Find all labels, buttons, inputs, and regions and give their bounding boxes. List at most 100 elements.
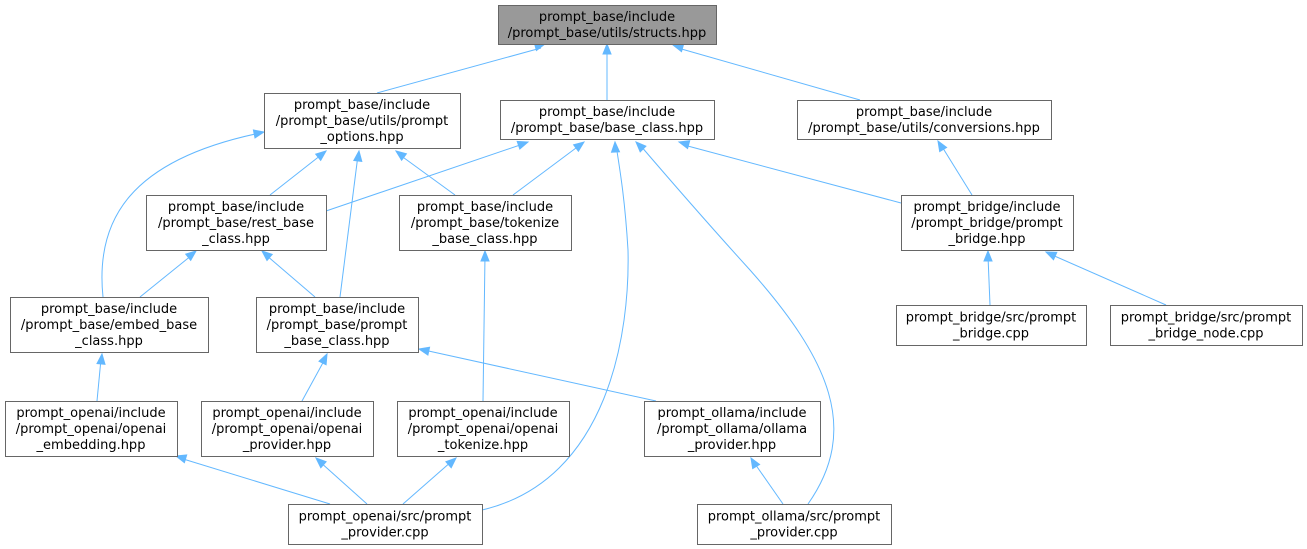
edge-embedding-embed [96,352,106,402]
edge-tokenize-options-arrowhead [394,150,408,162]
node-label-line: /prompt_base/embed_base [21,318,197,333]
edge-embed-rest-arrowhead [184,250,198,262]
edge-conversions-structs-arrowhead [671,43,685,53]
node-label-line: prompt_openai/include [212,406,361,421]
edge-ollamaprovider-promptbase-line [423,349,657,402]
node-rest-base-class-hpp[interactable]: prompt_base/include/prompt_base/rest_bas… [146,195,327,251]
node-label-line: /prompt_base/prompt [267,318,408,333]
edge-embed-options-line [101,132,261,298]
edge-bridge-baseclass-arrowhead [677,140,691,150]
edge-ollamacpp-ollamaprovider-arrowhead [750,456,761,470]
node-base-class-hpp[interactable]: prompt_base/include/prompt_base/base_cla… [500,100,715,140]
edge-rest-options-line [269,154,322,196]
node-label-line: prompt_ollama/include [657,406,806,421]
edge-tokenize-baseclass-line [512,144,581,196]
node-prompt-options-hpp[interactable]: prompt_base/include/prompt_base/utils/pr… [264,93,461,149]
node-box [500,100,715,140]
edge-openaicpp-openaitokenize-line [402,460,453,505]
edge-openaicpp-openaiprovider [314,457,368,505]
edge-openaicpp-baseclass [481,140,629,511]
node-box [288,504,483,545]
node-label-line: /prompt_openai/openai [212,422,363,437]
node-prompt-bridge-node-cpp[interactable]: prompt_bridge/src/prompt_bridge_node.cpp [1110,305,1303,346]
node-label-line: /prompt_base/base_class.hpp [511,121,703,136]
node-label-line: prompt_base/include [539,105,675,120]
node-ollama-prompt-provider-cpp[interactable]: prompt_ollama/src/prompt_provider.cpp [697,504,892,545]
edge-ollamacpp-ollamaprovider [750,456,784,505]
node-box [397,401,570,457]
node-label-line: prompt_bridge/src/prompt [906,311,1077,326]
node-label-line: prompt_base/include [539,10,675,25]
edge-promptbase-rest [260,250,316,298]
edge-embedding-embed-arrowhead [96,352,106,365]
node-label-line: prompt_openai/src/prompt [299,510,472,525]
node-label-line: _bridge.hpp [947,232,1025,247]
node-label-line: prompt_openai/include [408,406,557,421]
node-box [901,195,1074,251]
edge-promptbase-rest-line [265,254,316,298]
node-label-line: _bridge_node.cpp [1148,327,1264,342]
node-label-line: prompt_bridge/include [914,200,1061,215]
edge-bridgenode-bridge-arrowhead [1044,251,1058,261]
node-conversions-hpp[interactable]: prompt_base/include/prompt_base/utils/co… [797,100,1052,140]
node-box [896,305,1087,346]
edge-bridge-conversions-arrowhead [937,139,948,153]
node-prompt-bridge-hpp[interactable]: prompt_bridge/include/prompt_bridge/prom… [901,195,1074,251]
node-label-line: prompt_base/include [168,200,304,215]
edge-openaicpp-baseclass-line [481,144,629,511]
node-openai-prompt-provider-cpp[interactable]: prompt_openai/src/prompt_provider.cpp [288,504,483,545]
edge-tokenize-options [394,150,456,196]
edge-bridge-conversions [937,139,973,196]
edge-tokenize-baseclass-arrowhead [572,141,586,153]
node-openai-provider-hpp[interactable]: prompt_openai/include/prompt_openai/open… [201,401,374,457]
edge-ollamacpp-ollamaprovider-line [752,460,784,505]
node-label-line: /prompt_openai/openai [408,422,559,437]
node-openai-embedding-hpp[interactable]: prompt_openai/include/prompt_openai/open… [5,401,178,457]
edge-openaiprovider-promptbase [301,352,328,402]
node-label-line: /prompt_base/utils/conversions.hpp [808,121,1040,136]
node-label-line: /prompt_base/utils/prompt [276,114,449,129]
edge-openaitokenize-tokenize-line [482,254,486,402]
edge-tokenize-baseclass [512,141,586,196]
node-embed-base-class-hpp[interactable]: prompt_base/include/prompt_base/embed_ba… [10,297,209,353]
edge-promptbase-rest-arrowhead [260,250,274,262]
node-prompt-base-class-hpp[interactable]: prompt_base/include/prompt_base/prompt_b… [256,297,419,353]
edge-openaicpp-openaitokenize [402,457,458,505]
edge-bridge-baseclass-line [683,144,902,204]
node-box [1110,305,1303,346]
node-box [264,93,461,149]
node-structs-hpp[interactable]: prompt_base/include/prompt_base/utils/st… [498,5,717,45]
edge-openaiprovider-promptbase-line [301,358,326,402]
node-label-line: _provider.hpp [242,438,331,453]
node-tokenize-base-class-hpp[interactable]: prompt_base/include/prompt_base/tokenize… [399,195,572,251]
node-prompt-bridge-cpp[interactable]: prompt_bridge/src/prompt_bridge.cpp [896,305,1087,346]
node-openai-tokenize-hpp[interactable]: prompt_openai/include/prompt_openai/open… [397,401,570,457]
edge-rest-options-arrowhead [314,150,328,162]
edge-baseclass-structs-arrowhead [602,42,612,55]
edge-bridge-baseclass [677,140,902,204]
edge-options-structs-line [376,47,542,94]
edge-openaicpp-embedding-line [179,457,331,505]
node-label-line: _class.hpp [74,334,143,349]
node-ollama-provider-hpp[interactable]: prompt_ollama/include/prompt_ollama/olla… [644,401,821,457]
edge-conversions-structs [671,43,861,101]
node-label-line: /prompt_base/rest_base [158,216,314,231]
node-box [201,401,374,457]
dependency-edges [96,42,1167,511]
node-label-line: _bridge.cpp [952,327,1029,342]
edge-rest-baseclass [325,140,530,212]
node-box [256,297,419,353]
node-label-line: prompt_base/include [294,98,430,113]
node-label-line: _base_class.hpp [283,334,389,349]
edge-bridge-conversions-line [940,144,973,196]
edge-openaitokenize-tokenize-arrowhead [480,249,490,262]
node-label-line: _provider.hpp [687,438,776,453]
edge-conversions-structs-line [677,47,861,101]
edge-openaiprovider-promptbase-arrowhead [318,352,328,366]
node-box [697,504,892,545]
node-label-line: _provider.cpp [340,526,428,541]
node-label-line: prompt_openai/include [16,406,165,421]
edge-baseclass-structs [602,42,612,100]
edge-openaicpp-openaitokenize-arrowhead [445,457,458,469]
